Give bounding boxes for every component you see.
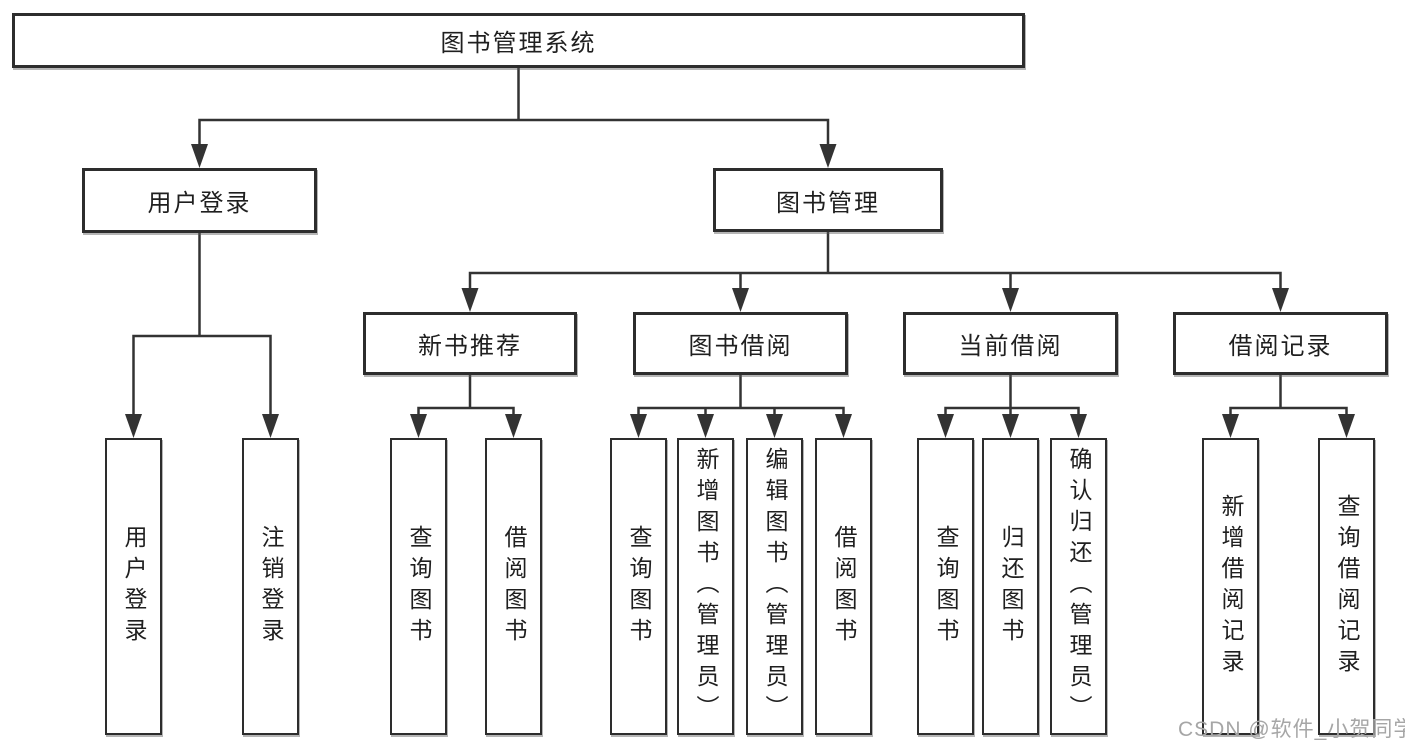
leaf-query-borrow-record: 查询借阅记录	[1318, 438, 1375, 735]
node-borrowing-records: 借阅记录	[1173, 312, 1388, 375]
leaf-label: 借阅图书	[501, 524, 527, 649]
node-book-borrowing: 图书借阅	[633, 312, 848, 375]
node-label: 图书管理系统	[440, 30, 597, 57]
node-book-management: 图书管理	[713, 168, 943, 232]
leaf-return-books: 归还图书	[982, 438, 1039, 735]
leaf-label: 借阅图书	[831, 524, 857, 649]
csdn-watermark: CSDN @软件_小贺同学	[1178, 718, 1405, 741]
leaf-label: 注销登录	[258, 524, 284, 649]
arrowhead-icons	[125, 144, 1355, 438]
leaf-logout: 注销登录	[242, 438, 299, 735]
leaf-confirm-return-admin: 确认归还（管理员）	[1050, 438, 1107, 735]
leaf-label: 用户登录	[121, 524, 147, 649]
leaf-add-borrow-record: 新增借阅记录	[1202, 438, 1259, 735]
node-current-borrowing: 当前借阅	[903, 312, 1118, 375]
leaf-edit-book-admin: 编辑图书（管理员）	[746, 438, 803, 735]
leaf-label: 新增借阅记录	[1218, 493, 1244, 680]
leaf-label: 查询借阅记录	[1334, 493, 1360, 680]
node-label: 用户登录	[147, 190, 252, 217]
leaf-add-book-admin: 新增图书（管理员）	[677, 438, 734, 735]
node-label: 新书推荐	[418, 333, 522, 360]
node-label: 当前借阅	[958, 333, 1063, 360]
leaf-label: 新增图书（管理员）	[693, 447, 719, 726]
node-new-book-recommend: 新书推荐	[363, 312, 577, 375]
leaf-borrow-books-recommend: 借阅图书	[485, 438, 542, 735]
leaf-query-books-current: 查询图书	[917, 438, 974, 735]
node-library-management-system: 图书管理系统	[12, 13, 1025, 68]
leaf-label: 归还图书	[998, 524, 1024, 649]
node-label: 借阅记录	[1228, 333, 1333, 360]
node-label: 图书管理	[776, 189, 880, 217]
leaf-label: 查询图书	[626, 524, 652, 649]
leaf-user-login: 用户登录	[105, 438, 162, 735]
leaf-label: 查询图书	[406, 524, 432, 649]
node-user-login: 用户登录	[82, 168, 317, 233]
leaf-label: 编辑图书（管理员）	[762, 447, 788, 726]
leaf-label: 确认归还（管理员）	[1066, 447, 1092, 726]
leaf-borrow-books-borrowing: 借阅图书	[815, 438, 872, 735]
leaf-query-books-borrowing: 查询图书	[610, 438, 667, 735]
node-label: 图书借阅	[688, 333, 793, 360]
leaf-label: 查询图书	[933, 524, 959, 649]
leaf-query-books-recommend: 查询图书	[390, 438, 447, 735]
